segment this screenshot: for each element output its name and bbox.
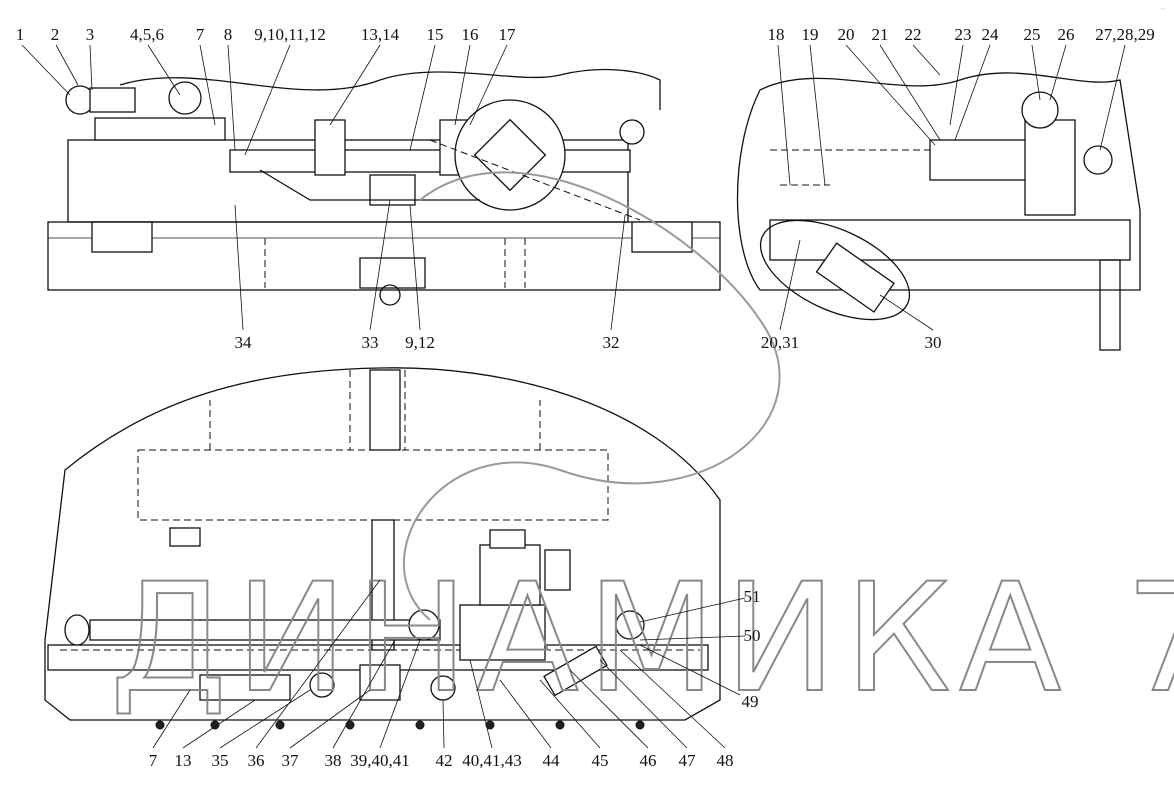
callout: 37 xyxy=(282,751,300,770)
callout: 42 xyxy=(436,751,453,770)
callout: 27,28,29 xyxy=(1095,25,1155,44)
callout: 20,31 xyxy=(761,333,799,352)
callout: 45 xyxy=(592,751,609,770)
callout: 22 xyxy=(905,25,922,44)
callout: 24 xyxy=(982,25,1000,44)
callout: 15 xyxy=(427,25,444,44)
callout: 9,10,11,12 xyxy=(254,25,326,44)
callout: 21 xyxy=(872,25,889,44)
callout: 36 xyxy=(248,751,265,770)
callout: 49 xyxy=(742,692,759,711)
callout: 4,5,6 xyxy=(130,25,164,44)
callout: 7 xyxy=(149,751,158,770)
plan-view xyxy=(44,367,721,730)
side-view-right xyxy=(736,72,1141,351)
callout: 33 xyxy=(362,333,379,352)
watermark-swirl xyxy=(402,171,781,621)
callout: 13 xyxy=(175,751,192,770)
callout: 35 xyxy=(212,751,229,770)
callout: 48 xyxy=(717,751,734,770)
callout: 20 xyxy=(838,25,855,44)
callout: 3 xyxy=(86,25,95,44)
callout: 39,40,41 xyxy=(350,751,410,770)
callout: 38 xyxy=(325,751,342,770)
callouts-top-left: 1 2 3 4,5,6 7 8 9,10,11,12 13,14 15 16 1… xyxy=(16,25,620,352)
callout: 40,41,43 xyxy=(462,751,522,770)
callout: 51 xyxy=(744,587,761,606)
callouts-top-right: 18 19 20 21 22 23 24 25 26 27,28,29 20,3… xyxy=(761,25,1155,352)
callouts-plan: 51 50 49 7 13 35 36 37 38 39,40,41 42 40… xyxy=(149,587,761,770)
watermark-text: ДИНАМИКА 76 xyxy=(110,552,1174,726)
callout: 50 xyxy=(744,626,761,645)
callout: 25 xyxy=(1024,25,1041,44)
callout: 7 xyxy=(196,25,205,44)
callout: 47 xyxy=(679,751,697,770)
callout: 23 xyxy=(955,25,972,44)
callout: 17 xyxy=(499,25,517,44)
callout: 1 xyxy=(16,25,25,44)
callout: 30 xyxy=(925,333,942,352)
callout: 13,14 xyxy=(361,25,400,44)
callout: 18 xyxy=(768,25,785,44)
callout: 44 xyxy=(543,751,561,770)
callout: 26 xyxy=(1058,25,1075,44)
callout: 16 xyxy=(462,25,479,44)
callout: 2 xyxy=(51,25,60,44)
callout: 34 xyxy=(235,333,253,352)
corner-mark: ·· xyxy=(1160,5,1165,14)
side-view-left xyxy=(47,68,721,306)
leader-lines xyxy=(21,44,1126,749)
callout: 9,12 xyxy=(405,333,435,352)
callout: 8 xyxy=(224,25,233,44)
callout: 19 xyxy=(802,25,819,44)
callout: 46 xyxy=(640,751,657,770)
callout: 32 xyxy=(603,333,620,352)
